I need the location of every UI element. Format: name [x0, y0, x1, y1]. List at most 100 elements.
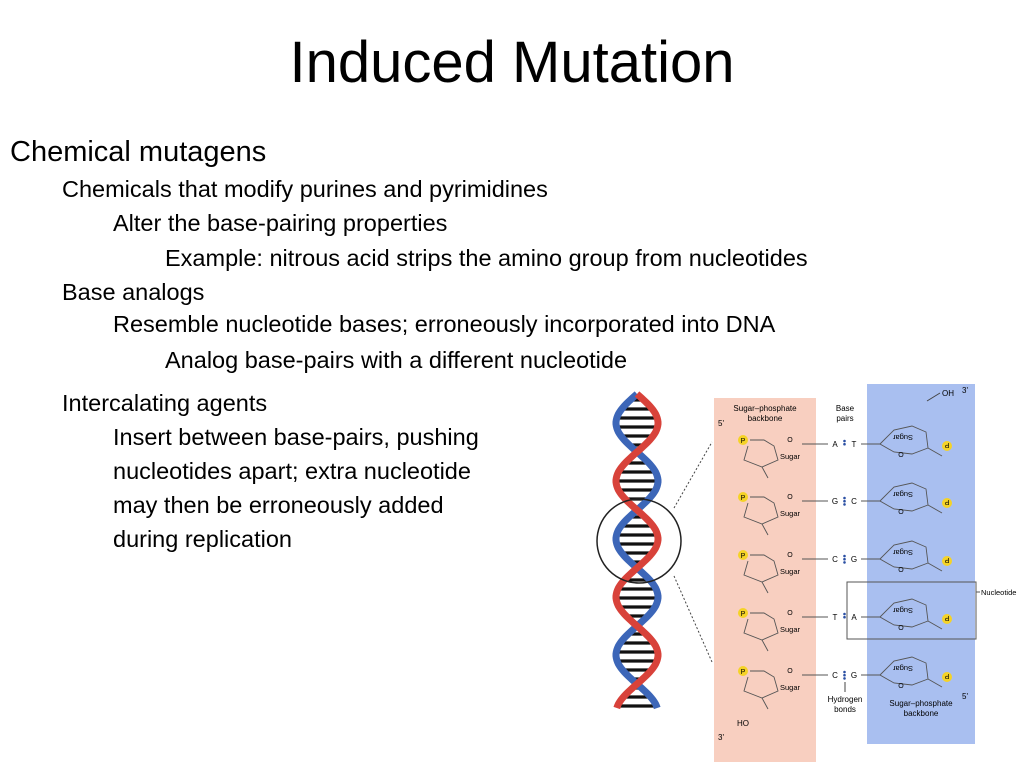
- backbone-link-left: [761, 523, 769, 536]
- oxygen-left: O: [787, 437, 793, 444]
- hydrogen-bond-dot: [843, 561, 846, 564]
- backbone-link-left: [761, 466, 769, 479]
- five-prime-bottom: 5': [962, 692, 968, 701]
- backbone-label-top-2: backbone: [748, 414, 783, 423]
- backbone-link-right: [927, 504, 943, 514]
- backbone-link-left: [761, 581, 769, 594]
- sugar-right-label: Sugar: [892, 548, 913, 557]
- sugar-left-label: Sugar: [780, 683, 801, 692]
- bullet-intercalating-agents: Intercalating agents: [62, 390, 268, 416]
- oxygen-left: O: [787, 668, 793, 675]
- oh-label: OH: [942, 389, 954, 398]
- bullet-alter-base-pairing: Alter the base-pairing properties: [113, 210, 448, 236]
- three-prime-top: 3': [962, 386, 968, 395]
- hydrogen-bond-dot: [843, 439, 846, 443]
- right-strand-panel: [867, 384, 975, 744]
- base-right: A: [851, 613, 857, 622]
- helix-strand-red: [612, 391, 662, 710]
- sugar-right-ring: [879, 540, 929, 570]
- hydrogen-bond-dot: [843, 499, 846, 503]
- ho-label: HO: [737, 719, 749, 728]
- base-left: A: [832, 440, 838, 449]
- phosphate-left: [738, 666, 748, 676]
- sugar-right-ring: [879, 425, 929, 455]
- sugar-right-label: Sugar: [892, 664, 913, 673]
- phosphate-right-label: P: [944, 441, 949, 448]
- sugar-left-ring: [743, 612, 779, 641]
- sugar-left-ring: [743, 554, 779, 583]
- sugar-left-label: Sugar: [780, 625, 801, 634]
- sugar-right-label: Sugar: [892, 490, 913, 499]
- hydrogen-bonds-label-1: Hydrogen: [828, 695, 863, 704]
- backbone-link-right: [927, 678, 943, 688]
- base-right: G: [851, 671, 857, 680]
- three-prime-bottom: 3': [718, 733, 724, 742]
- sugar-left-ring: [743, 439, 779, 468]
- hydrogen-bond-dot: [843, 554, 846, 558]
- backbone-label-bottom-1: Sugar–phosphate: [889, 699, 953, 708]
- phosphate-right: [942, 556, 952, 566]
- oh-bond: [926, 392, 941, 402]
- phosphate-left-label: P: [741, 495, 746, 502]
- sugar-left-ring: [743, 496, 779, 525]
- hydrogen-bond-dot: [843, 442, 846, 446]
- phosphate-right: [942, 614, 952, 624]
- phosphate-left: [738, 435, 748, 445]
- hydrogen-bond-dot: [843, 503, 846, 506]
- hydrogen-bond-dot: [843, 677, 846, 680]
- backbone-link-right: [927, 620, 943, 630]
- base-right: C: [851, 497, 857, 506]
- double-helix-icon: [612, 391, 662, 710]
- backbone-label-top-1: Sugar–phosphate: [733, 404, 797, 413]
- bullet-resemble-bases: Resemble nucleotide bases; erroneously i…: [113, 311, 776, 337]
- base-pairs-label-1: Base: [836, 404, 855, 413]
- zoom-connector-top: [673, 441, 713, 509]
- hydrogen-bond-dot: [843, 612, 846, 616]
- hydrogen-bond-dot: [843, 670, 846, 674]
- phosphate-right: [942, 498, 952, 508]
- oxygen-left: O: [787, 552, 793, 559]
- oxygen-right: O: [898, 567, 904, 574]
- base-left: C: [832, 555, 838, 564]
- backbone-link-left: [761, 697, 769, 710]
- helix-strand-blue: [612, 391, 662, 710]
- nucleotide-bracket: [846, 581, 977, 640]
- bullet-insert-line-3: may then be erroneously added: [113, 492, 444, 518]
- phosphate-right: [942, 441, 952, 451]
- phosphate-right-label: P: [944, 672, 949, 679]
- oxygen-right: O: [898, 625, 904, 632]
- phosphate-right: [942, 672, 952, 682]
- backbone-link-left: [761, 639, 769, 652]
- bullet-insert-line-1: Insert between base-pairs, pushing: [113, 424, 479, 450]
- bullet-chemical-mutagens: Chemical mutagens: [10, 136, 267, 168]
- oxygen-left: O: [787, 494, 793, 501]
- zoom-connector-bottom: [673, 575, 713, 663]
- bullet-analog-pairs: Analog base-pairs with a different nucle…: [165, 347, 628, 373]
- base-left: G: [832, 497, 838, 506]
- bullet-insert-line-4: during replication: [113, 526, 292, 552]
- bullet-modify-purines: Chemicals that modify purines and pyrimi…: [62, 176, 548, 202]
- hydrogen-bond-dot: [843, 496, 846, 500]
- sugar-right-ring: [879, 656, 929, 686]
- hydrogen-bond-dot: [843, 557, 846, 561]
- phosphate-left: [738, 492, 748, 502]
- oxygen-left: O: [787, 610, 793, 617]
- nucleotide-label: Nucleotide: [981, 588, 1016, 597]
- bullet-base-analogs: Base analogs: [62, 279, 205, 305]
- hydrogen-bond-dot: [843, 673, 846, 677]
- phosphate-left-label: P: [741, 611, 746, 618]
- oxygen-right: O: [898, 452, 904, 459]
- slide-title: Induced Mutation: [289, 30, 735, 95]
- phosphate-right-label: P: [944, 498, 949, 505]
- backbone-link-right: [927, 447, 943, 457]
- backbone-label-bottom-2: backbone: [904, 709, 939, 718]
- sugar-left-label: Sugar: [780, 509, 801, 518]
- sugar-right-ring: [879, 482, 929, 512]
- oxygen-right: O: [898, 509, 904, 516]
- zoom-circle: [596, 498, 682, 584]
